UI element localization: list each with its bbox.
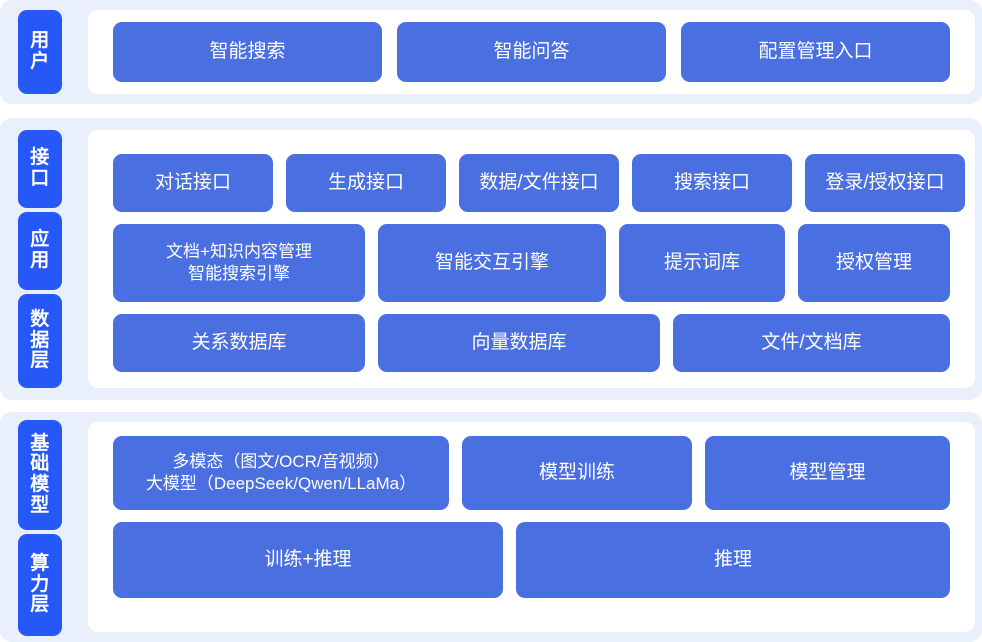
card-generation-api-label: 生成接口 xyxy=(327,171,404,193)
panel-middle: 对话接口 生成接口 数据/文件接口 搜索接口 登录/授权接口 文档+知识内容 xyxy=(88,130,975,388)
row-data: 关系数据库 向量数据库 文件/文档库 xyxy=(113,314,950,372)
row-user-entry: 智能搜索 智能问答 配置管理入口 xyxy=(113,22,950,82)
card-smart-qa-label: 智能问答 xyxy=(493,40,570,62)
card-doc-knowledge-management-label: 文档+知识内容管理 智能搜索引擎 xyxy=(166,241,312,283)
card-dialog-api-label: 对话接口 xyxy=(154,171,231,193)
tab-compute-layer-label: 算力层 xyxy=(30,553,50,616)
card-inference-label: 推理 xyxy=(713,548,752,570)
rail-users: 用户 xyxy=(0,0,88,104)
card-model-management[interactable]: 模型管理 xyxy=(705,436,950,510)
row-compute: 训练+推理 推理 xyxy=(113,522,950,598)
row-model: 多模态（图文/OCR/音视频） 大模型（DeepSeek/Qwen/LLaMa）… xyxy=(113,436,950,510)
card-data-file-api[interactable]: 数据/文件接口 xyxy=(459,154,619,212)
tab-interface-label: 接口 xyxy=(30,147,50,189)
card-training-inference-label: 训练+推理 xyxy=(264,548,352,570)
tab-compute-layer[interactable]: 算力层 xyxy=(18,534,62,636)
tab-data-layer-label: 数据层 xyxy=(30,309,50,372)
row-interface: 对话接口 生成接口 数据/文件接口 搜索接口 登录/授权接口 xyxy=(113,154,965,212)
card-smart-search-label: 智能搜索 xyxy=(209,40,286,62)
tab-foundation-model-label: 基础模型 xyxy=(30,432,50,516)
card-smart-interaction-engine[interactable]: 智能交互引擎 xyxy=(378,224,606,302)
card-smart-interaction-engine-label: 智能交互引擎 xyxy=(434,251,549,273)
card-file-document-store[interactable]: 文件/文档库 xyxy=(673,314,950,372)
card-multimodal-large-model[interactable]: 多模态（图文/OCR/音视频） 大模型（DeepSeek/Qwen/LLaMa） xyxy=(113,436,449,510)
card-relational-database-label: 关系数据库 xyxy=(191,331,287,353)
card-vector-database-label: 向量数据库 xyxy=(471,331,567,353)
tab-user-label: 用户 xyxy=(30,30,50,72)
card-multimodal-large-model-label: 多模态（图文/OCR/音视频） 大模型（DeepSeek/Qwen/LLaMa） xyxy=(145,451,417,493)
rail-infra: 基础模型 算力层 xyxy=(0,412,88,642)
card-vector-database[interactable]: 向量数据库 xyxy=(378,314,660,372)
card-dialog-api[interactable]: 对话接口 xyxy=(113,154,273,212)
card-search-api[interactable]: 搜索接口 xyxy=(632,154,792,212)
card-inference[interactable]: 推理 xyxy=(516,522,950,598)
card-authorization-management-label: 授权管理 xyxy=(835,251,912,273)
card-doc-knowledge-management[interactable]: 文档+知识内容管理 智能搜索引擎 xyxy=(113,224,365,302)
card-model-training-label: 模型训练 xyxy=(538,461,615,483)
card-config-management-entry[interactable]: 配置管理入口 xyxy=(681,22,950,82)
card-model-training[interactable]: 模型训练 xyxy=(462,436,692,510)
card-model-management-label: 模型管理 xyxy=(789,461,866,483)
card-training-inference[interactable]: 训练+推理 xyxy=(113,522,503,598)
card-file-document-store-label: 文件/文档库 xyxy=(761,331,862,353)
tab-user[interactable]: 用户 xyxy=(18,10,62,94)
row-application: 文档+知识内容管理 智能搜索引擎 智能交互引擎 提示词库 授权管理 xyxy=(113,224,950,302)
panel-users: 智能搜索 智能问答 配置管理入口 xyxy=(88,10,975,94)
section-infra: 基础模型 算力层 多模态（图文/OCR/音视频） 大模型（DeepSeek/Qw… xyxy=(0,412,982,642)
tab-foundation-model[interactable]: 基础模型 xyxy=(18,420,62,530)
card-login-auth-api[interactable]: 登录/授权接口 xyxy=(805,154,965,212)
card-prompt-library[interactable]: 提示词库 xyxy=(619,224,785,302)
card-config-management-entry-label: 配置管理入口 xyxy=(758,40,873,62)
panel-infra: 多模态（图文/OCR/音视频） 大模型（DeepSeek/Qwen/LLaMa）… xyxy=(88,422,975,632)
card-search-api-label: 搜索接口 xyxy=(673,171,750,193)
rail-middle: 接口 应用 数据层 xyxy=(0,118,88,400)
card-prompt-library-label: 提示词库 xyxy=(663,251,740,273)
section-middle: 接口 应用 数据层 对话接口 生成接口 数据/文件接口 xyxy=(0,118,982,400)
card-relational-database[interactable]: 关系数据库 xyxy=(113,314,365,372)
card-smart-search[interactable]: 智能搜索 xyxy=(113,22,382,82)
tab-interface[interactable]: 接口 xyxy=(18,130,62,208)
card-authorization-management[interactable]: 授权管理 xyxy=(798,224,950,302)
section-users: 用户 智能搜索 智能问答 配置管理入口 xyxy=(0,0,982,104)
card-data-file-api-label: 数据/文件接口 xyxy=(479,171,599,193)
tab-application-label: 应用 xyxy=(30,229,50,271)
tab-application[interactable]: 应用 xyxy=(18,212,62,290)
card-login-auth-api-label: 登录/授权接口 xyxy=(825,171,945,193)
card-generation-api[interactable]: 生成接口 xyxy=(286,154,446,212)
card-smart-qa[interactable]: 智能问答 xyxy=(397,22,666,82)
tab-data-layer[interactable]: 数据层 xyxy=(18,294,62,388)
